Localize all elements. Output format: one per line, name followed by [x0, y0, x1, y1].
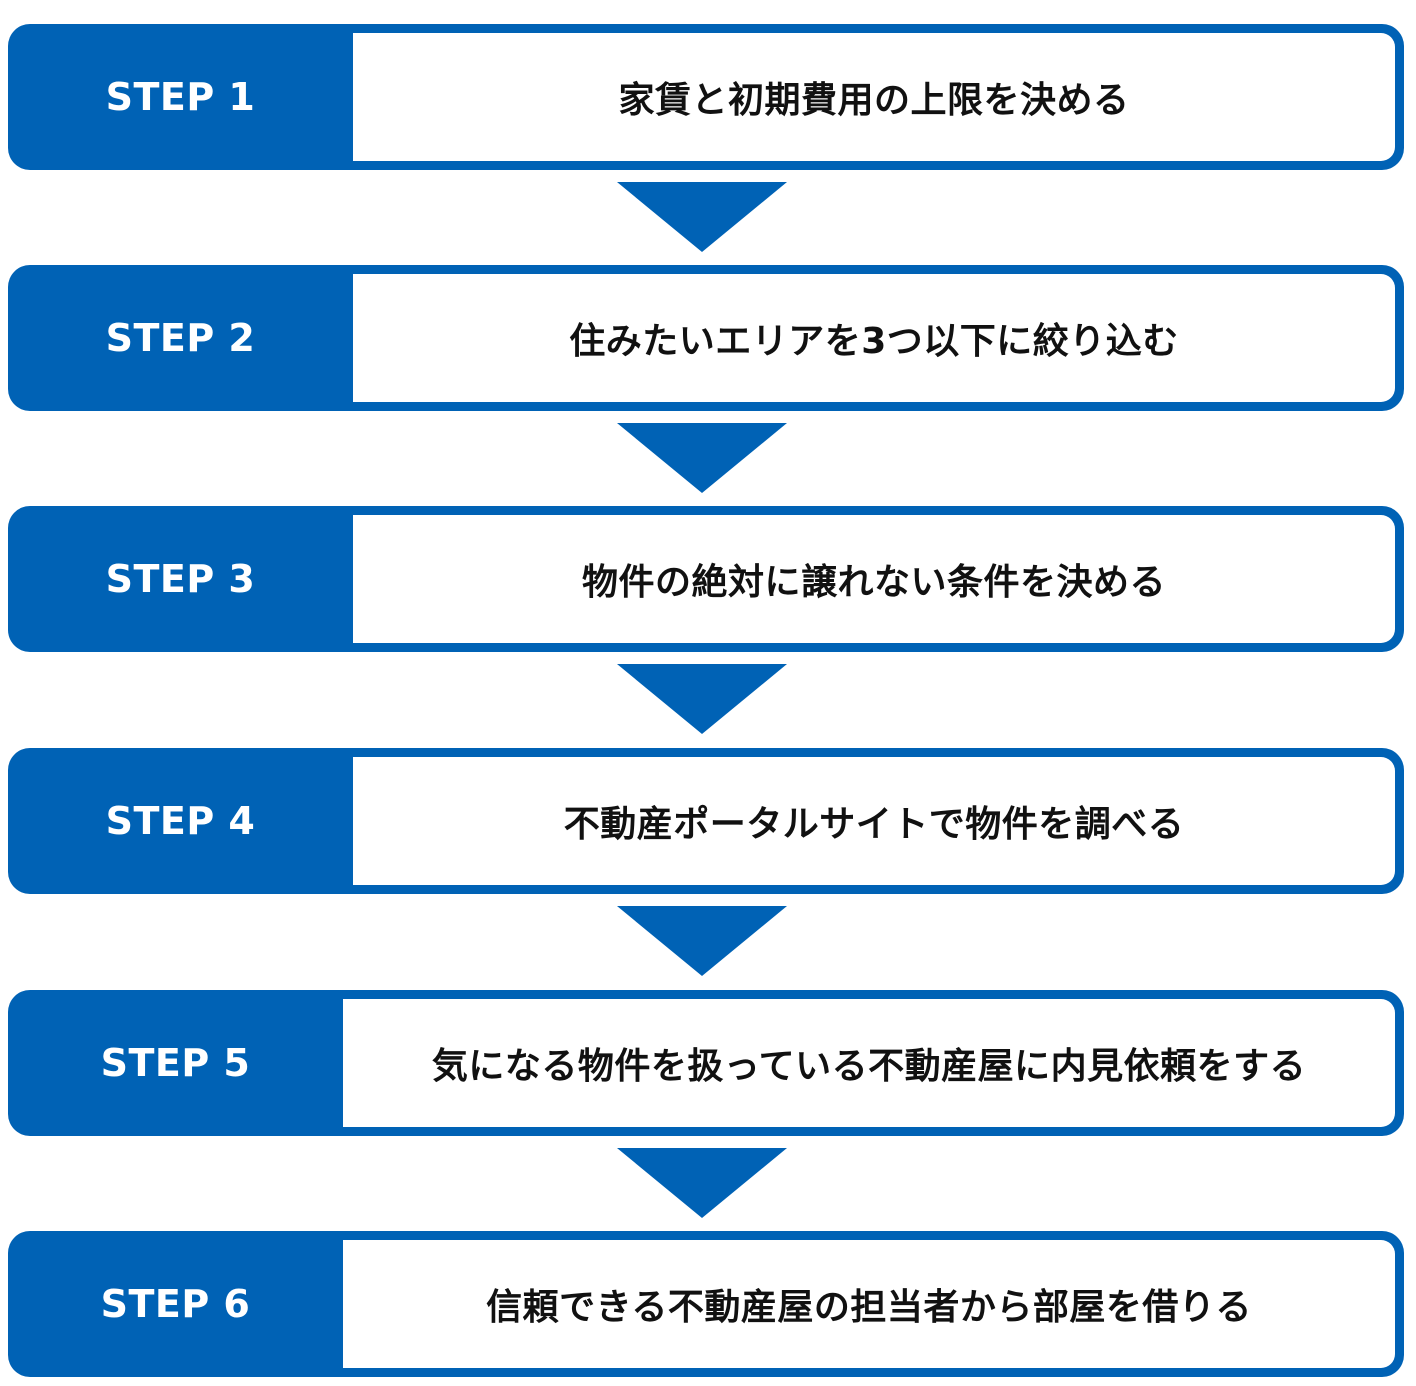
- step-2-text: 住みたいエリアを3つ以下に絞り込む: [569, 321, 1179, 362]
- step-6-label: STEP 6: [100, 1282, 251, 1326]
- step-3-body: 物件の絶対に譲れない条件を決める: [353, 515, 1395, 643]
- step-2-arrow-icon: [617, 423, 787, 493]
- step-3-box: STEP 3 物件の絶対に譲れない条件を決める: [8, 506, 1404, 652]
- step-5-label: STEP 5: [100, 1041, 251, 1085]
- step-1-arrow-icon: [617, 182, 787, 252]
- step-4-text: 不動産ポータルサイトで物件を調べる: [563, 804, 1185, 845]
- step-4-body: 不動産ポータルサイトで物件を調べる: [353, 757, 1395, 885]
- step-5-arrow-icon: [617, 1148, 787, 1218]
- step-6-body: 信頼できる不動産屋の担当者から部屋を借りる: [343, 1240, 1395, 1368]
- step-2-body: 住みたいエリアを3つ以下に絞り込む: [353, 274, 1395, 402]
- step-1-text: 家賃と初期費用の上限を決める: [618, 80, 1130, 121]
- step-3-arrow-icon: [617, 664, 787, 734]
- step-2-box: STEP 2 住みたいエリアを3つ以下に絞り込む: [8, 265, 1404, 411]
- step-1-body: 家賃と初期費用の上限を決める: [353, 33, 1395, 161]
- step-5-box: STEP 5 気になる物件を扱っている不動産屋に内見依頼をする: [8, 990, 1404, 1136]
- step-1-box: STEP 1 家賃と初期費用の上限を決める: [8, 24, 1404, 170]
- step-5-body: 気になる物件を扱っている不動産屋に内見依頼をする: [343, 999, 1395, 1127]
- step-6-box: STEP 6 信頼できる不動産屋の担当者から部屋を借りる: [8, 1231, 1404, 1377]
- step-3-label: STEP 3: [105, 557, 256, 601]
- step-6-text: 信頼できる不動産屋の担当者から部屋を借りる: [486, 1287, 1252, 1328]
- step-4-arrow-icon: [617, 906, 787, 976]
- step-1-label: STEP 1: [105, 75, 256, 119]
- step-4-box: STEP 4 不動産ポータルサイトで物件を調べる: [8, 748, 1404, 894]
- step-4-label: STEP 4: [105, 799, 256, 843]
- step-5-text: 気になる物件を扱っている不動産屋に内見依頼をする: [431, 1046, 1307, 1087]
- step-3-text: 物件の絶対に譲れない条件を決める: [581, 562, 1166, 603]
- step-2-label: STEP 2: [105, 316, 256, 360]
